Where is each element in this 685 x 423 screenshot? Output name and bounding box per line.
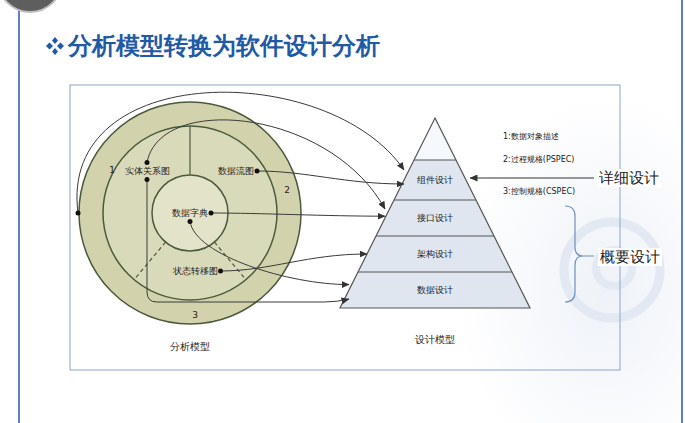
design-phase-label: 概要设计 xyxy=(600,248,660,266)
node-label: 数据流图 xyxy=(218,166,254,177)
diagram-frame xyxy=(70,85,620,370)
origin-dot xyxy=(209,210,214,215)
design-model-pyramid: 设计模型 组件设计接口设计架构设计数据设计 xyxy=(335,112,535,354)
watermark-ring xyxy=(564,222,660,318)
layer-line xyxy=(414,160,456,161)
label-holder: 1:数据对象描述 xyxy=(503,132,559,142)
pyramid-layer: 接口设计 xyxy=(385,200,485,236)
note-label: 2:过程规格(PSPEC) xyxy=(503,155,574,165)
design-phase-label: 详细设计 xyxy=(599,169,659,187)
node-label: 数据字典 xyxy=(172,208,208,219)
inner-circle xyxy=(152,175,228,251)
pyramid-fill xyxy=(340,160,530,308)
pyramid-outline xyxy=(340,118,530,308)
note-label: 3 xyxy=(192,310,198,321)
model-region: 数据字典 xyxy=(169,205,211,222)
origin-dot xyxy=(218,268,223,273)
node-label: 状态转移图 xyxy=(173,266,218,277)
model-region: 实体关系图 xyxy=(122,163,173,180)
model-region: 状态转移图 xyxy=(170,263,221,280)
label-holder: 2 xyxy=(284,185,290,196)
model-region: 数据流图 xyxy=(215,163,257,180)
node-label: 接口设计 xyxy=(417,213,453,224)
note-label: 3:控制规格(CSPEC) xyxy=(503,187,575,197)
outer-ring xyxy=(79,102,301,324)
label-holder: 1 xyxy=(109,165,115,176)
layer-line xyxy=(358,272,512,273)
leader-arrow xyxy=(470,178,594,179)
corner-ornament xyxy=(0,0,62,12)
region-divider xyxy=(214,242,245,280)
layer-line xyxy=(376,236,494,237)
slide-border xyxy=(681,0,683,423)
caption-holder: 设计模型 xyxy=(335,334,535,346)
origin-dot xyxy=(255,168,260,173)
pyramid-layer: 数据设计 xyxy=(349,272,521,308)
middle-ring xyxy=(103,126,277,300)
node-label: 架构设计 xyxy=(417,249,453,260)
model-caption: 分析模型 xyxy=(78,341,302,353)
label-holder: 3:控制规格(CSPEC) xyxy=(503,187,575,197)
region-divider xyxy=(189,126,190,175)
note-label: 2 xyxy=(284,185,290,196)
title-holder: 分析模型转换为软件设计分析 xyxy=(68,32,380,61)
model-caption: 设计模型 xyxy=(335,334,535,346)
node-label: 数据设计 xyxy=(417,285,453,296)
node-outline xyxy=(335,112,535,354)
note-label: 1:数据对象描述 xyxy=(503,132,559,142)
region-divider xyxy=(134,242,165,280)
node-label: 实体关系图 xyxy=(125,166,170,177)
pyramid-apex xyxy=(340,118,530,308)
origin-dot xyxy=(145,160,150,165)
pyramid-layer: 架构设计 xyxy=(367,236,503,272)
origin-dot xyxy=(188,219,193,224)
label-holder: 3 xyxy=(192,310,198,321)
node-label: 组件设计 xyxy=(417,175,453,186)
bracket xyxy=(565,206,594,302)
note-label: 1 xyxy=(109,165,115,176)
layer-line xyxy=(394,200,476,201)
analysis-model-circle: 分析模型 实体关系图 数据流图状态转移图 数据字典 xyxy=(78,101,302,363)
caption-holder: 分析模型 xyxy=(78,341,302,353)
pyramid-layer: 组件设计 xyxy=(404,160,466,200)
title-bullet xyxy=(46,37,64,55)
node-outline xyxy=(78,101,302,363)
label-holder: 2:过程规格(PSPEC) xyxy=(503,155,574,165)
label-holder: 概要设计 xyxy=(598,248,662,266)
origin-dot xyxy=(76,211,81,216)
origin-dot xyxy=(145,177,150,182)
label-holder: 详细设计 xyxy=(597,169,661,187)
slide-border xyxy=(18,0,20,423)
slide-title: 分析模型转换为软件设计分析 xyxy=(68,32,380,61)
